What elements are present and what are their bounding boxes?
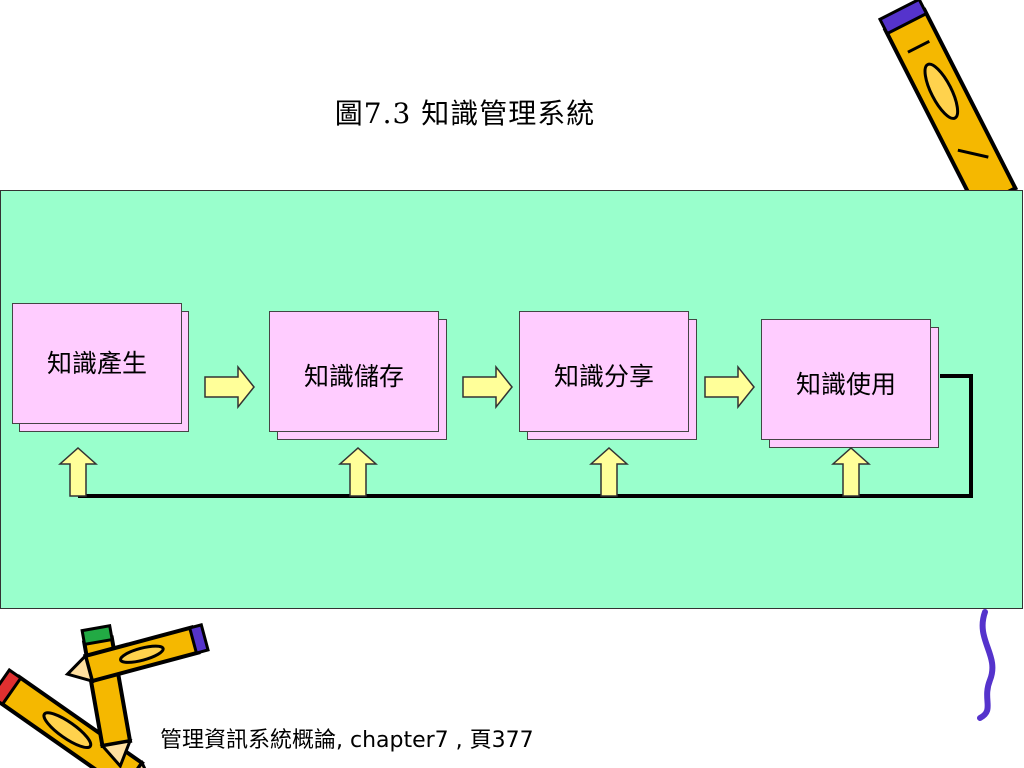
arrow-up-2 — [338, 446, 378, 497]
arrow-right-3 — [704, 364, 755, 410]
feedback-line — [78, 374, 973, 498]
step-label-2: 知識儲存 — [303, 362, 404, 391]
diagram-title: 圖7.3 知識管理系統 — [334, 97, 596, 130]
footer-citation: 管理資訊系統概論, chapter7 , 頁377 — [160, 728, 534, 753]
step-label-3: 知識分享 — [553, 362, 654, 391]
step-label-1: 知識產生 — [46, 349, 147, 378]
arrow-right-1 — [204, 364, 255, 410]
arrow-right-2 — [462, 364, 513, 410]
arrow-up-4 — [831, 446, 871, 497]
arrow-up-1 — [58, 446, 98, 497]
arrow-up-3 — [589, 446, 629, 497]
step-label-4: 知識使用 — [795, 370, 896, 399]
